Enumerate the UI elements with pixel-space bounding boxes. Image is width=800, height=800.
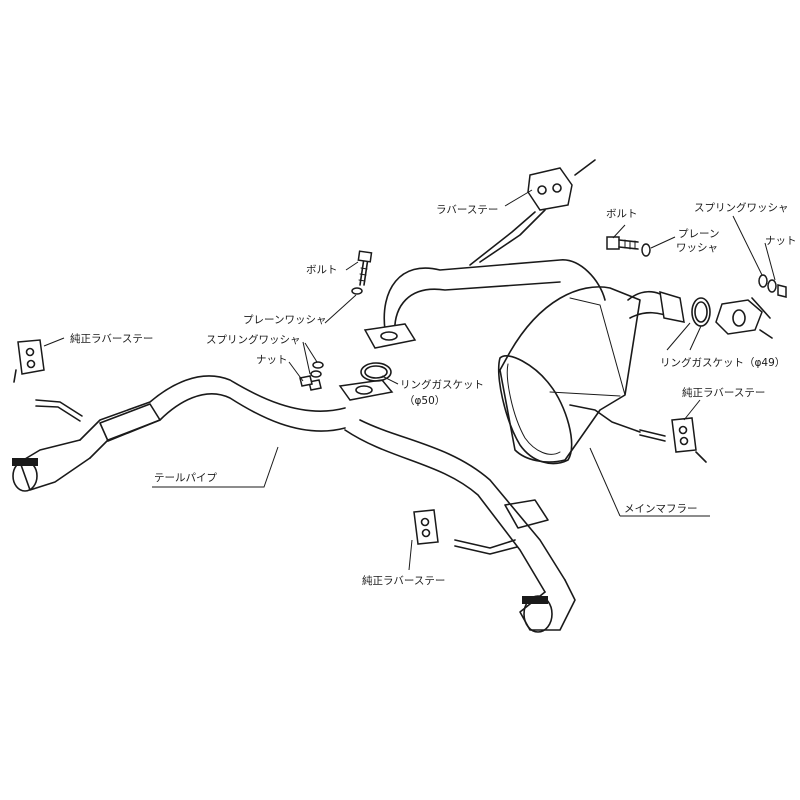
plain-washer-left-top	[351, 287, 363, 295]
nut-left-b	[299, 375, 313, 387]
flange-upper	[363, 323, 417, 349]
label-tail-pipe: テールパイプ	[154, 472, 217, 484]
main-muffler-body	[497, 286, 641, 465]
label-spring-washer-left: スプリングワッシャ	[206, 333, 301, 346]
flange-plate-right	[715, 297, 773, 339]
label-nut-left: ナット	[256, 354, 288, 366]
label-rubber-stay: ラバーステー	[436, 204, 498, 216]
label-main-muffler: メインマフラー	[624, 503, 698, 515]
genuine-rubber-stay-left	[13, 339, 83, 422]
label-ring-gasket-50-size: （φ50）	[404, 395, 445, 407]
label-plain-washer-right-2: ワッシャ	[676, 242, 718, 254]
genuine-rubber-stay-bottom	[413, 509, 518, 555]
label-bolt-right: ボルト	[606, 208, 638, 220]
label-plain-washer-right-1: プレーン	[678, 228, 719, 240]
label-ring-gasket-50: リングガスケット	[400, 378, 484, 391]
bolt-left	[357, 250, 373, 286]
tail-pipe-assembly	[12, 375, 576, 633]
label-plain-washer-left: プレーンワッシャ	[243, 314, 326, 326]
flange-right	[659, 290, 685, 323]
rubber-stay-top	[469, 159, 596, 266]
plain-washer-right-b	[767, 279, 777, 293]
plain-washer-right	[641, 243, 651, 257]
plain-washer-left	[310, 370, 322, 378]
label-genuine-rubber-stay-right: 純正ラバーステー	[682, 386, 765, 399]
spring-washer-left	[312, 361, 324, 369]
ring-gasket-50	[360, 362, 392, 382]
tip-emblem-left	[12, 458, 38, 466]
front-pipe	[363, 259, 685, 349]
label-spring-washer-right: スプリングワッシャ	[694, 201, 789, 214]
label-bolt-left: ボルト	[306, 264, 338, 276]
bolt-right	[606, 236, 639, 250]
label-nut-right: ナット	[765, 235, 797, 247]
genuine-rubber-stay-right	[639, 417, 707, 463]
spring-washer-right	[758, 274, 768, 288]
nut-right	[777, 284, 787, 298]
label-genuine-rubber-stay-left: 純正ラバーステー	[70, 332, 153, 345]
flange-lower	[338, 379, 394, 401]
leader-lines	[43, 189, 776, 571]
tip-emblem-right	[522, 596, 548, 604]
ring-gasket-49	[691, 297, 711, 327]
label-ring-gasket-49: リングガスケット（φ49）	[660, 356, 785, 369]
label-genuine-rubber-stay-bottom: 純正ラバーステー	[362, 574, 445, 587]
